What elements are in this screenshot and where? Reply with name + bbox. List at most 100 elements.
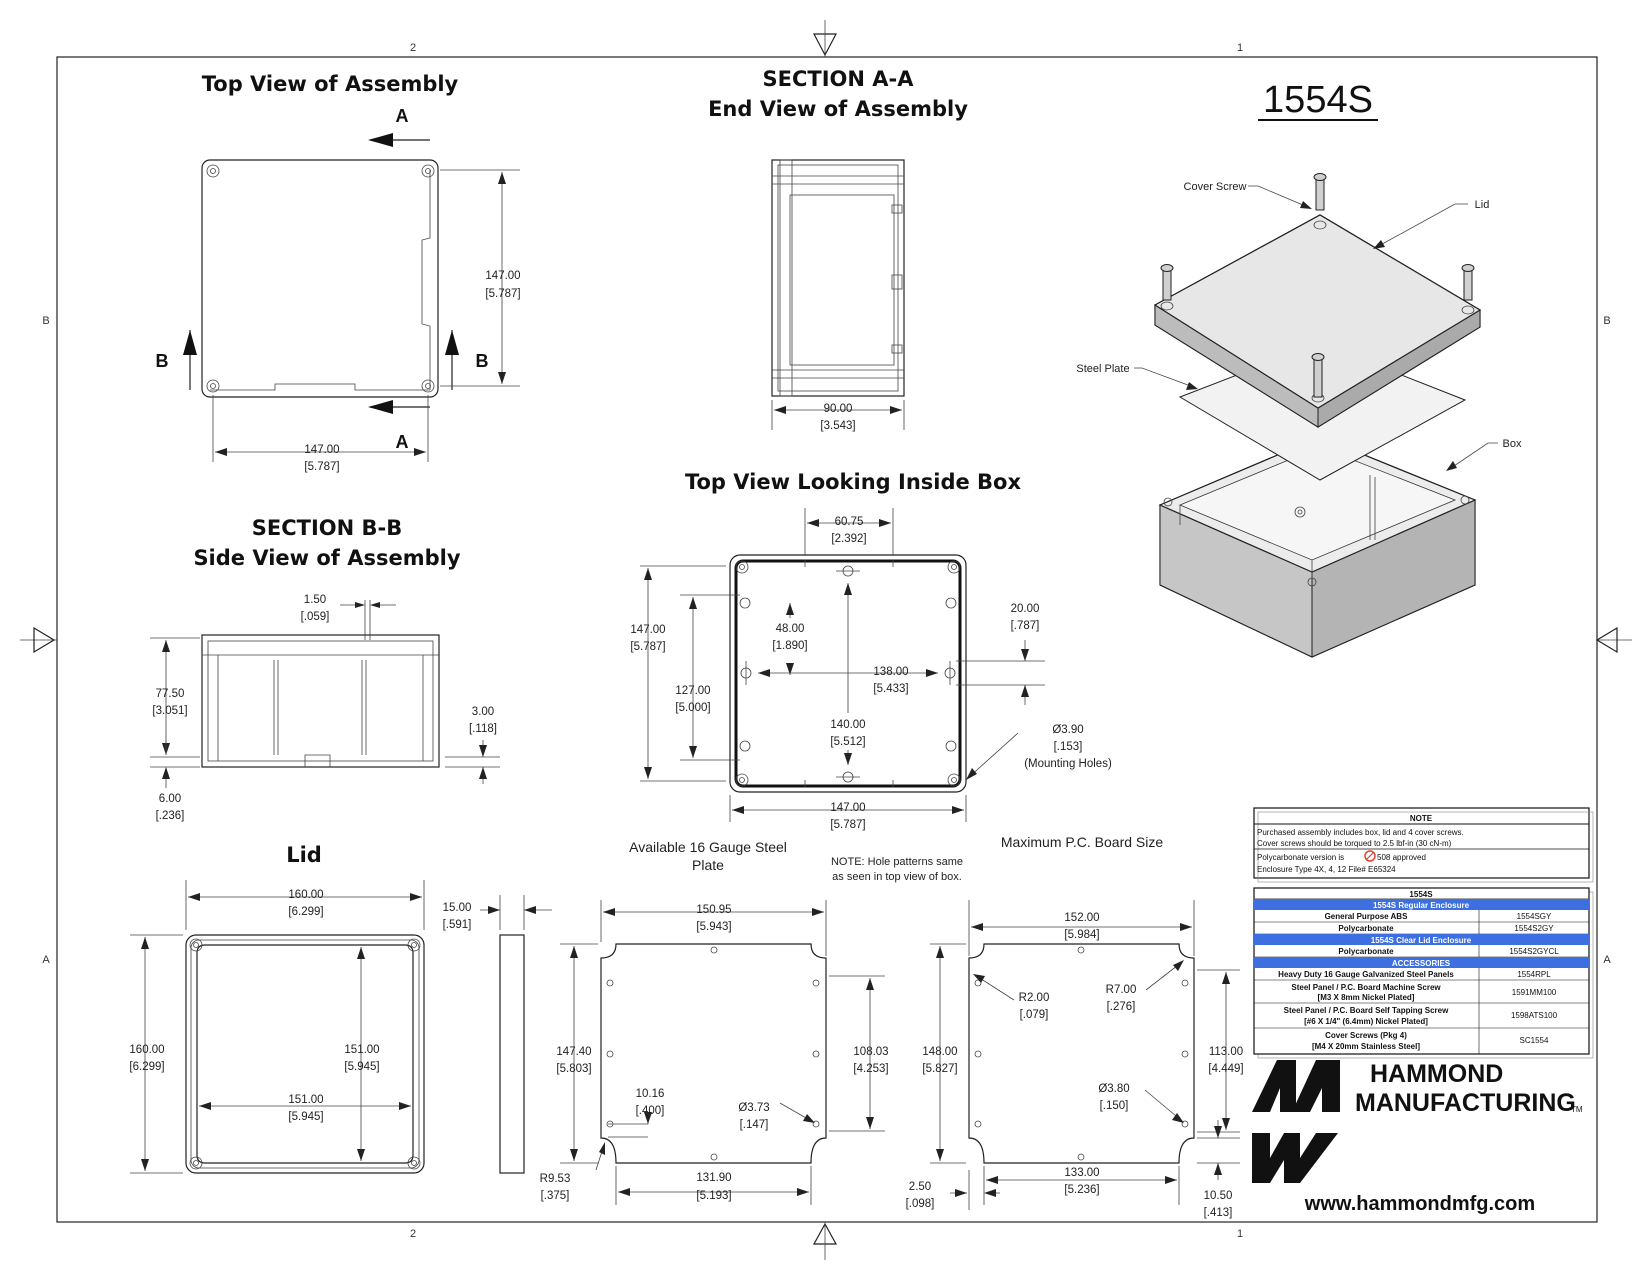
lid-drawing (130, 880, 552, 1174)
dim-lid-inner-h-in: [5.945] (344, 1061, 379, 1073)
table-row-desc-2: [M4 X 20mm Stainless Steel] (1312, 1042, 1420, 1051)
dim-sp-bottom-w: 131.90 (696, 1172, 731, 1184)
note-heading: NOTE (1410, 814, 1433, 823)
lid-title: Lid (286, 843, 322, 867)
section-bb-title: SECTION B-B (252, 516, 403, 540)
zone-label-right-b: B (1603, 315, 1610, 327)
hammond-logo-mark-icon (1252, 1060, 1340, 1183)
note-box (1253, 807, 1594, 883)
table-row-part: 1554S2GY (1514, 924, 1554, 933)
dim-ib-48-in: [1.890] (772, 640, 807, 652)
dim-top-view-width-in: [5.787] (304, 461, 339, 473)
dim-ib-outer-h-in: [5.787] (630, 641, 665, 653)
dim-pc-width: 152.00 (1064, 912, 1099, 924)
table-row-part: 1554SGY (1517, 912, 1552, 921)
table-row-part: 1554S2GYCL (1509, 947, 1559, 956)
section-bb-drawing (150, 600, 500, 788)
dim-sp-hole-in: [.147] (740, 1119, 769, 1131)
dim-ib-top-in: [2.392] (831, 533, 866, 545)
table-row-desc-2: [M3 X 8mm Nickel Plated] (1318, 993, 1415, 1002)
dim-bb-floor: 3.00 (472, 706, 494, 718)
section-aa-title: SECTION A-A (763, 67, 915, 91)
dim-sp-height: 147.40 (556, 1046, 591, 1058)
dim-ib-48: 48.00 (776, 623, 805, 635)
table-header-clear (1254, 934, 1589, 945)
dim-lid-inner-w: 151.00 (288, 1094, 323, 1106)
inside-box-title: Top View Looking Inside Box (685, 470, 1022, 494)
dim-bb-height-in: [3.051] (152, 705, 187, 717)
dim-lid-width-in: [6.299] (288, 906, 323, 918)
note-line-2: Cover screws should be torqued to 2.5 lb… (1257, 839, 1452, 848)
dim-sp-inner-h-in: [4.253] (853, 1063, 888, 1075)
section-mark-b-left: B (156, 351, 169, 371)
dim-pc-hole: Ø3.80 (1098, 1083, 1129, 1095)
dim-ib-hole-note: (Mounting Holes) (1024, 758, 1112, 770)
exploded-isometric-view (1134, 173, 1498, 658)
dim-bb-wall-in: [.059] (301, 611, 330, 623)
steel-plate-title: Available 16 Gauge Steel (629, 839, 787, 855)
sheet-border (20, 20, 1632, 1260)
dim-lid-inner-h: 151.00 (344, 1044, 379, 1056)
dim-top-view-width: 147.00 (304, 444, 339, 456)
dim-ib-hole-in: [.153] (1054, 741, 1083, 753)
zone-label-top-right: 1 (1237, 42, 1243, 54)
dim-sp-inner-h: 108.03 (853, 1046, 888, 1058)
dim-sp-radius-in: [.375] (541, 1190, 570, 1202)
zone-label-left-a: A (42, 954, 50, 966)
section-mark-a-bottom: A (396, 432, 409, 452)
dim-pc-bottom-w-in: [5.236] (1064, 1184, 1099, 1196)
callout-cover-screw: Cover Screw (1184, 181, 1247, 193)
dim-pc-10-5: 10.50 (1204, 1190, 1233, 1202)
table-row-desc-2: [#6 X 1/4" (6.4mm) Nickel Plated] (1304, 1017, 1428, 1026)
section-mark-b-right: B (476, 351, 489, 371)
section-aa-drawing (771, 159, 905, 430)
dim-bb-height: 77.50 (156, 688, 185, 700)
ul-mark-icon (1364, 850, 1376, 862)
dim-pc-2-5: 2.50 (909, 1181, 931, 1193)
dim-ib-inner-h-in: [5.000] (675, 702, 710, 714)
dim-ib-138: 138.00 (873, 666, 908, 678)
zone-label-top-left: 2 (410, 42, 416, 54)
dim-pc-2-5-in: [.098] (906, 1198, 935, 1210)
dim-pc-r7-in: [.276] (1107, 1001, 1136, 1013)
brand-trademark: TM (1571, 1105, 1583, 1114)
dim-pc-height-in: [5.827] (922, 1063, 957, 1075)
note-line-1: Purchased assembly includes box, lid and… (1257, 828, 1464, 837)
table-accessories-heading: ACCESSORIES (1392, 959, 1451, 968)
dim-lid-inner-w-in: [5.945] (288, 1111, 323, 1123)
table-clear-heading: 1554S Clear Lid Enclosure (1371, 936, 1472, 945)
dim-pc-bottom-w: 133.00 (1064, 1167, 1099, 1179)
dim-lid-height-in: [6.299] (129, 1061, 164, 1073)
zone-label-left-b: B (42, 315, 49, 327)
section-mark-a-top: A (396, 106, 409, 126)
note-line-3b: 508 approved (1377, 853, 1426, 862)
dim-ib-138-in: [5.433] (873, 683, 908, 695)
pcb-drawing (930, 900, 1240, 1210)
table-header-accessories (1254, 957, 1589, 968)
table-row-desc: Steel Panel / P.C. Board Machine Screw (1291, 983, 1441, 992)
zone-label-bottom-right: 1 (1237, 1228, 1243, 1240)
dim-pc-height: 148.00 (922, 1046, 957, 1058)
dim-ib-outer-h: 147.00 (630, 624, 665, 636)
dim-sp-bottom-w-in: [5.193] (696, 1190, 731, 1202)
table-row-part: 1591MM100 (1512, 988, 1557, 997)
table-heading: 1554S (1409, 890, 1433, 899)
table-row-desc: Heavy Duty 16 Gauge Galvanized Steel Pan… (1278, 970, 1454, 979)
table-row-desc: Cover Screws (Pkg 4) (1325, 1031, 1407, 1040)
dim-top-view-height-in: [5.787] (485, 288, 520, 300)
table-row-desc: Steel Panel / P.C. Board Self Tapping Sc… (1284, 1006, 1449, 1015)
note-line-4: Enclosure Type 4X, 4, 12 File# E65324 (1257, 865, 1396, 874)
note-line-3: Polycarbonate version is (1257, 853, 1344, 862)
pcb-title: Maximum P.C. Board Size (1001, 834, 1164, 850)
dim-lid-thickness: 15.00 (443, 902, 472, 914)
inside-box-drawing (640, 508, 1045, 822)
dim-bb-floor-in: [.118] (469, 723, 497, 735)
hole-pattern-note: NOTE: Hole patterns same (831, 856, 963, 868)
callout-lid: Lid (1475, 199, 1490, 211)
dim-pc-r2: R2.00 (1019, 992, 1050, 1004)
dim-pc-hole-in: [.150] (1100, 1100, 1129, 1112)
dim-aa-width-in: [3.543] (820, 420, 855, 432)
dim-ib-width-in: [5.787] (830, 819, 865, 831)
zone-label-bottom-left: 2 (410, 1228, 416, 1240)
